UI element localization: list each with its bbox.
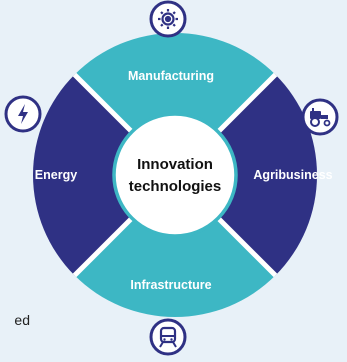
segment-label-agribusiness: Agribusiness (253, 168, 332, 182)
train-icon (149, 318, 187, 356)
segment-agribusiness (175, 74, 318, 276)
center-label-line2: technologies (129, 178, 222, 195)
segment-manufacturing (74, 32, 276, 176)
lightning-bolt-icon (4, 95, 42, 133)
gear-settings-icon (149, 0, 187, 38)
segment-label-manufacturing: Manufacturing (128, 69, 214, 83)
center-label-line1: Innovation (137, 156, 213, 173)
segment-energy (32, 74, 175, 276)
partial-body-text: ed (14, 312, 30, 328)
segment-infrastructure (74, 175, 276, 318)
center-circle (112, 112, 238, 238)
tractor-icon (301, 98, 339, 136)
segment-label-infrastructure: Infrastructure (130, 278, 211, 292)
segment-label-energy: Energy (35, 168, 77, 182)
